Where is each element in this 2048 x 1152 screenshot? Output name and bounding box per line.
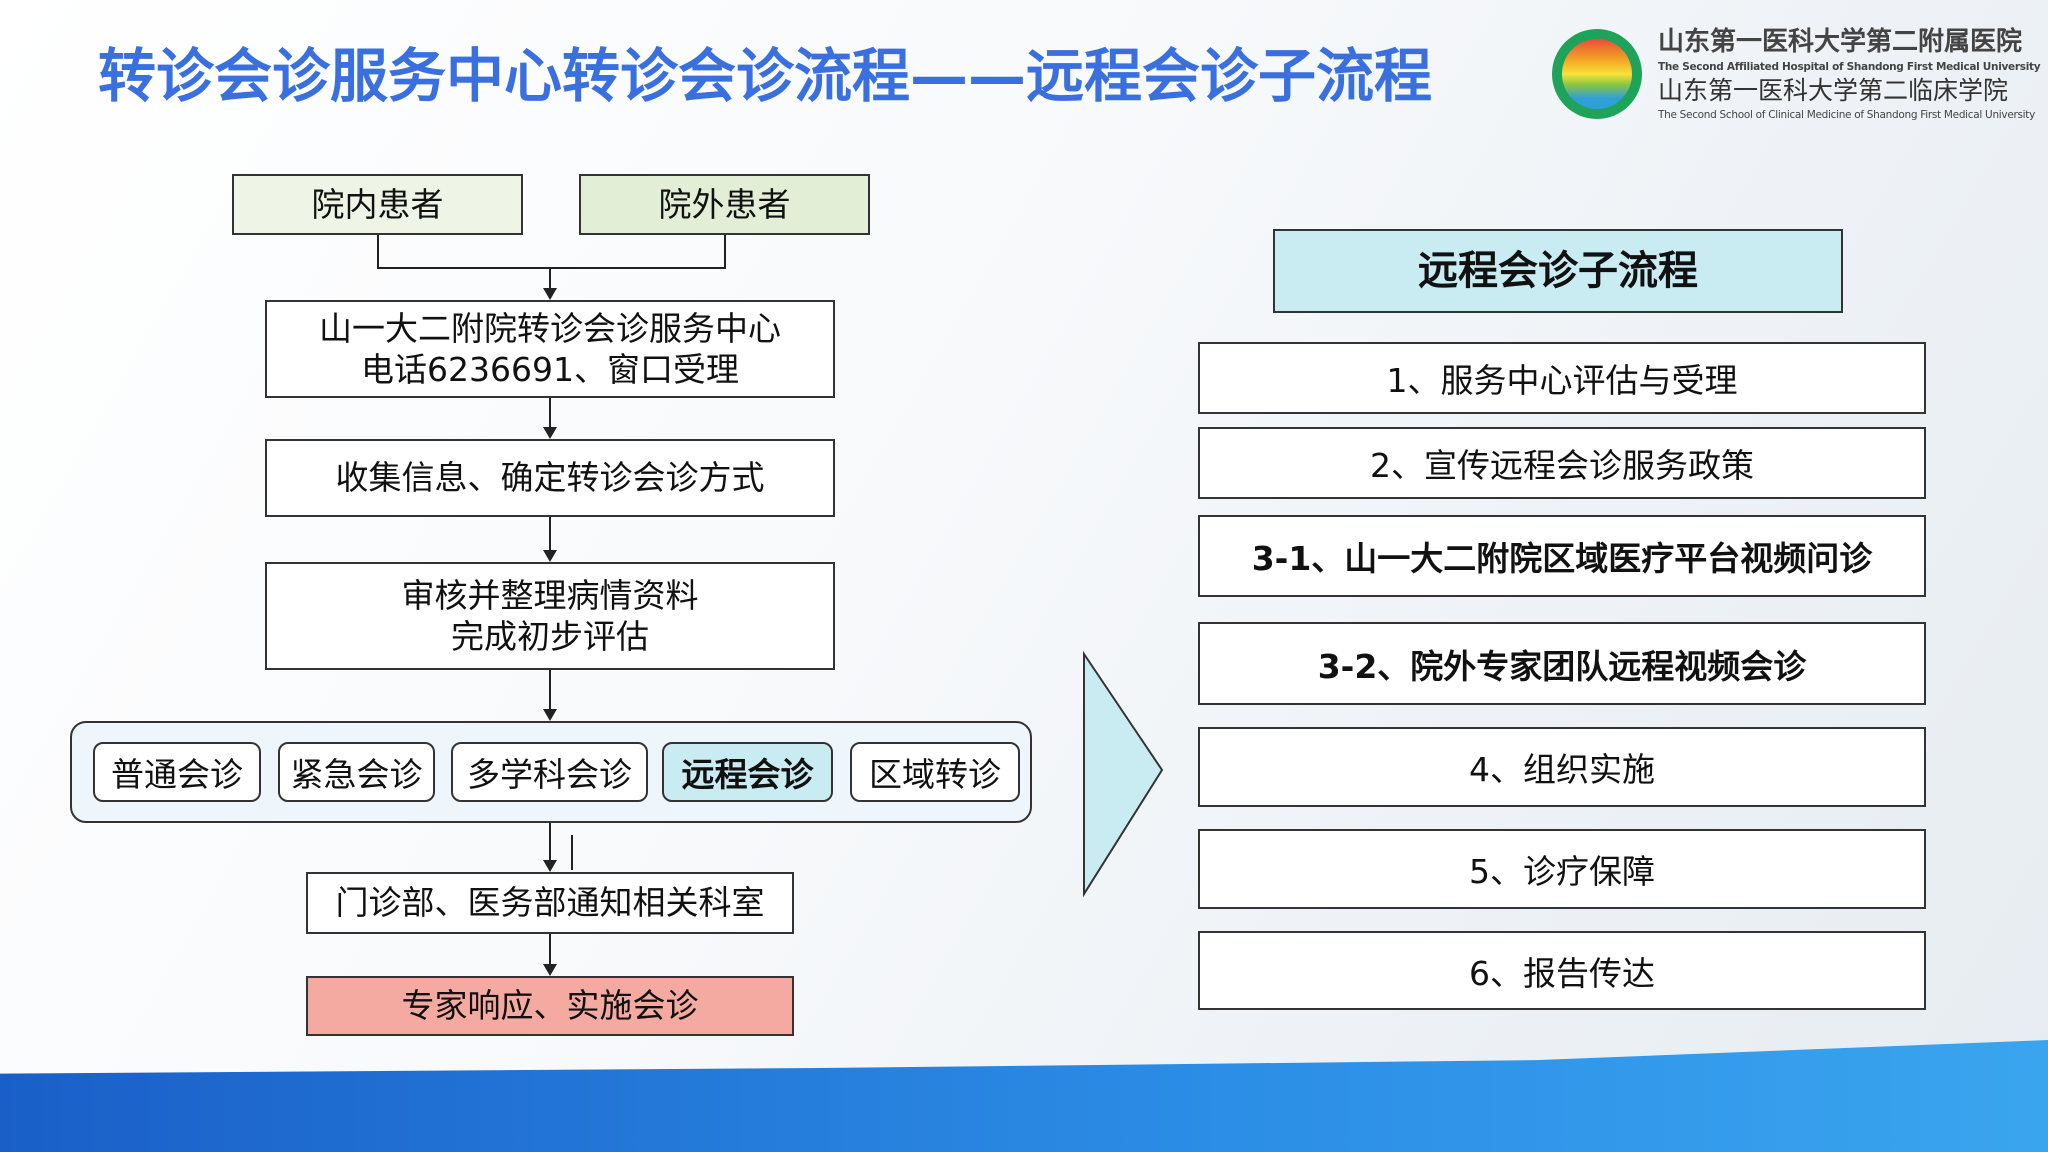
school-name-en: The Second School of Clinical Medicine o… (1658, 109, 2036, 121)
step-1: 1、服务中心评估与受理 (1198, 342, 1926, 414)
type-remote: 远程会诊 (662, 742, 833, 802)
service-center-name: 山一大二附院转诊会诊服务中心 (319, 308, 781, 348)
arrow-down-icon (543, 427, 557, 439)
arrow-down-icon (543, 288, 557, 300)
connector (549, 517, 551, 550)
connector (724, 235, 726, 268)
step-3-2: 3-2、院外专家团队远程视频会诊 (1198, 622, 1926, 705)
type-multidisciplinary: 多学科会诊 (451, 742, 648, 802)
collect-info-box: 收集信息、确定转诊会诊方式 (265, 439, 835, 517)
arrow-down-icon (543, 550, 557, 562)
hospital-logo (1552, 29, 1642, 119)
sub-process-title: 远程会诊子流程 (1273, 229, 1843, 313)
hospital-name-en: The Second Affiliated Hospital of Shando… (1658, 61, 2041, 73)
step-3-1: 3-1、山一大二附院区域医疗平台视频问诊 (1198, 515, 1926, 597)
inpatient-box: 院内患者 (232, 174, 523, 235)
connector (549, 670, 551, 710)
hospital-name: 山东第一医科大学第二附属医院 (1658, 27, 2023, 57)
page-title: 转诊会诊服务中心转诊会诊流程——远程会诊子流程 (98, 42, 1433, 110)
arrow-down-icon (543, 860, 557, 872)
service-center-contact: 电话6236691、窗口受理 (361, 350, 739, 389)
outpatient-box: 院外患者 (579, 174, 870, 235)
step-5: 5、诊疗保障 (1198, 829, 1926, 909)
school-name: 山东第一医科大学第二临床学院 (1658, 76, 2009, 105)
connector (549, 268, 551, 290)
step-2: 2、宣传远程会诊服务政策 (1198, 427, 1926, 499)
review-line2: 完成初步评估 (451, 617, 649, 656)
review-line1: 审核并整理病情资料 (401, 575, 699, 615)
type-regional-referral: 区域转诊 (850, 742, 1020, 802)
expert-box: 专家响应、实施会诊 (306, 976, 794, 1036)
type-general: 普通会诊 (93, 742, 261, 802)
arrow-down-icon (543, 964, 557, 976)
connector (549, 823, 551, 861)
footer-wave (0, 1040, 2048, 1152)
review-box: 审核并整理病情资料 完成初步评估 (265, 562, 835, 670)
connector (549, 934, 551, 964)
notify-box: 门诊部、医务部通知相关科室 (306, 872, 794, 934)
connector (549, 398, 551, 428)
type-emergency: 紧急会诊 (278, 742, 435, 802)
step-6: 6、报告传达 (1198, 931, 1926, 1010)
step-4: 4、组织实施 (1198, 727, 1926, 807)
connector (377, 235, 379, 268)
big-arrow-right-icon (1083, 650, 1164, 898)
connector (571, 835, 573, 870)
service-center-box: 山一大二附院转诊会诊服务中心 电话6236691、窗口受理 (265, 300, 835, 398)
connector (377, 267, 726, 269)
arrow-down-icon (543, 709, 557, 721)
